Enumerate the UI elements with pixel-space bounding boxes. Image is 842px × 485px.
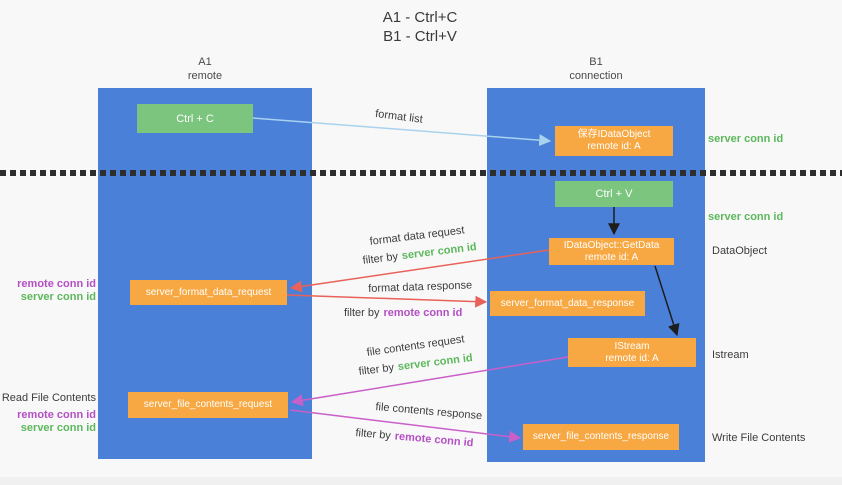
filter-by-prefix: filter by [344, 307, 380, 319]
ctrl-c-box: Ctrl + C [137, 104, 253, 133]
column-header-a1: A1 remote [98, 55, 312, 83]
write-file-contents-label: Write File Contents [712, 432, 806, 444]
column-a1-id: A1 [198, 56, 212, 68]
server-file-contents-request-box: server_file_contents_request [128, 392, 288, 418]
getdata-to-istream-arrow [654, 265, 680, 337]
save-idataobject-line1: 保存IDataObject [577, 129, 651, 140]
save-idataobject-box: 保存IDataObject remote id: A [555, 126, 673, 156]
ctrl-v-box: Ctrl + V [555, 181, 673, 207]
server-format-data-request-label: server_format_data_request [145, 286, 272, 298]
remote-conn-id-left-1: remote conn id [17, 278, 96, 290]
ctrl-v-label: Ctrl + V [595, 188, 633, 200]
title-line-b1: B1 - Ctrl+V [383, 28, 457, 45]
remote-conn-id-left-2: remote conn id [17, 409, 96, 421]
file-contents-request-arrow [290, 356, 569, 407]
save-idataobject-line2: remote id: A [587, 141, 641, 152]
idataobject-getdata-box: IDataObject::GetData remote id: A [549, 238, 674, 265]
server-format-data-response-label: server_format_data_response [500, 297, 635, 309]
server-format-data-response-box: server_format_data_response [490, 291, 645, 316]
getdata-line2: remote id: A [584, 251, 639, 263]
istream-side-label: Istream [712, 349, 749, 361]
column-b1-id: B1 [589, 56, 603, 68]
server-conn-id-left-1: server conn id [20, 291, 96, 303]
conn-id-pair-2: remote conn id server conn id [0, 409, 96, 435]
server-file-contents-request-label: server_file_contents_request [143, 399, 273, 410]
clipboard-boundary-dotted-line [0, 170, 842, 176]
diagram-title: A1 - Ctrl+C B1 - Ctrl+V [300, 8, 540, 46]
server-conn-id-right-top: server conn id [708, 133, 784, 145]
getdata-line1: IDataObject::GetData [563, 239, 660, 251]
server-file-contents-response-label: server_file_contents_response [532, 431, 670, 442]
conn-id-pair-1: remote conn id server conn id [0, 278, 96, 304]
server-conn-id-right-mid: server conn id [708, 211, 784, 223]
read-file-contents-label: Read File Contents [1, 392, 96, 404]
remote-conn-id-text: remote conn id [383, 307, 463, 319]
format-list-arrow [252, 117, 552, 147]
dataobject-label: DataObject [712, 245, 768, 257]
ctrl-c-label: Ctrl + C [176, 112, 214, 125]
format-data-request-arrow [289, 249, 550, 293]
column-b1-role: connection [569, 70, 623, 82]
column-a1-role: remote [187, 70, 223, 82]
istream-box: IStream remote id: A [568, 338, 696, 367]
format-data-response-arrow [286, 294, 488, 308]
server-format-data-request-box: server_format_data_request [130, 280, 287, 305]
bottom-strip [0, 477, 842, 485]
title-line-a1: A1 - Ctrl+C [382, 9, 458, 26]
server-conn-id-left-2: server conn id [20, 422, 96, 434]
istream-line1: IStream [614, 340, 650, 352]
istream-line2: remote id: A [605, 352, 659, 364]
server-file-contents-response-box: server_file_contents_response [523, 424, 679, 450]
column-header-b1: B1 connection [487, 55, 705, 83]
file-contents-response-arrow [289, 409, 522, 443]
